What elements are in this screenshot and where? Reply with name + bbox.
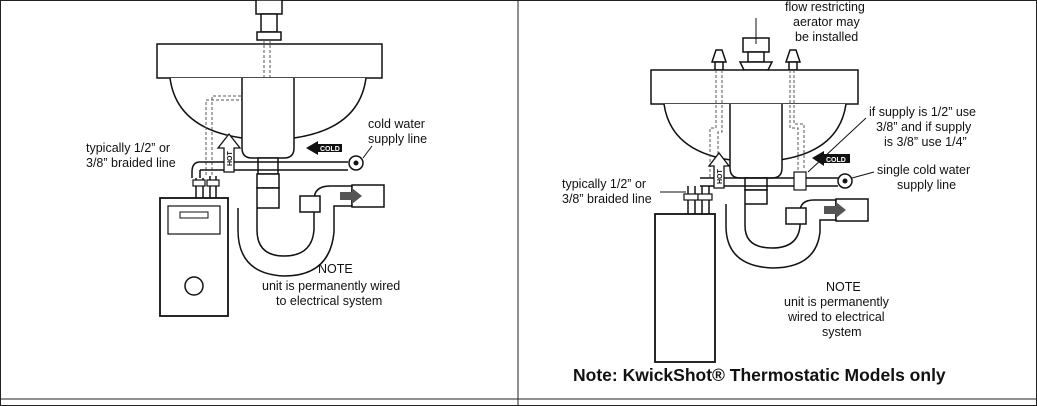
right-drain-body bbox=[729, 104, 783, 179]
left-braided-lines bbox=[195, 176, 217, 200]
left-supply-pipe-elbow bbox=[191, 161, 201, 178]
right-hot-tag: HOT bbox=[717, 169, 724, 185]
left-heater-panel bbox=[167, 205, 221, 235]
right-panel: HOT COLD flow restricting aerator may be… bbox=[562, 0, 976, 385]
footer-note: Note: KwickShot® Thermostatic Models onl… bbox=[573, 365, 946, 385]
left-cold-tag: COLD bbox=[320, 146, 340, 153]
right-note-line3: system bbox=[822, 325, 862, 339]
left-braided-label-line1: typically 1/2” or bbox=[86, 141, 170, 155]
right-fitting-1 bbox=[683, 193, 699, 201]
right-note-line1: unit is permanently bbox=[784, 295, 890, 309]
left-note-line2: to electrical system bbox=[276, 294, 382, 308]
left-hot-tag: HOT bbox=[227, 151, 234, 167]
left-panel: HOT COLD typically 1/2” or 3/8” braided … bbox=[86, 0, 427, 317]
left-supply-label-line2: supply line bbox=[368, 132, 427, 146]
right-aerator-label-line2: aerator may bbox=[793, 15, 860, 29]
right-heater-unit bbox=[654, 213, 716, 363]
left-supply-leader bbox=[362, 145, 373, 159]
left-valve-stem bbox=[353, 160, 359, 166]
right-valve-stem bbox=[842, 178, 848, 184]
right-drain-flow-arrow bbox=[824, 202, 846, 218]
right-p-trap bbox=[725, 189, 869, 269]
right-aerator-label-line3: be installed bbox=[795, 30, 858, 44]
left-note-line1: unit is permanently wired bbox=[262, 279, 400, 293]
left-drain-flow-arrow bbox=[340, 188, 362, 204]
left-hot-arrow: HOT bbox=[216, 132, 242, 173]
right-faucet-dashed-pipe bbox=[709, 70, 805, 178]
right-supply-label-line1: single cold water bbox=[877, 163, 970, 177]
left-heater-knob bbox=[184, 276, 204, 296]
right-drain-neck bbox=[744, 177, 768, 191]
left-braided-label-line2: 3/8” braided line bbox=[86, 156, 176, 170]
left-faucet-dashed-pipe bbox=[205, 40, 271, 176]
right-supply-size-line1: if supply is 1/2” use bbox=[869, 105, 976, 119]
right-faucet bbox=[710, 37, 802, 71]
right-supply-leader bbox=[851, 171, 875, 179]
right-note-title: NOTE bbox=[826, 280, 861, 294]
left-fitting-1 bbox=[192, 179, 206, 187]
left-drain-body bbox=[241, 78, 295, 159]
right-fitting-2 bbox=[697, 193, 713, 201]
right-hot-arrow: HOT bbox=[707, 151, 731, 189]
right-supply-size-line3: is 3/8” use 1/4” bbox=[884, 135, 967, 149]
right-supply-size-line2: 3/8” and if supply bbox=[876, 120, 972, 134]
right-aerator-label-line1: flow restricting bbox=[785, 0, 865, 14]
left-faucet bbox=[255, 0, 283, 41]
left-supply-label-line1: cold water bbox=[368, 117, 425, 131]
right-note-line2: wired to electrical bbox=[787, 310, 885, 324]
right-supply-label-line2: supply line bbox=[897, 178, 956, 192]
left-fitting-2 bbox=[206, 179, 220, 187]
right-braided-label-line1: typically 1/2” or bbox=[562, 177, 646, 191]
left-cold-arrow: COLD bbox=[306, 141, 342, 155]
left-note-title: NOTE bbox=[318, 262, 353, 276]
right-cold-arrow: COLD bbox=[812, 151, 850, 166]
right-countertop bbox=[650, 69, 859, 105]
right-braided-label-line2: 3/8” braided line bbox=[562, 192, 652, 206]
right-tee-fitting bbox=[793, 171, 807, 191]
right-cold-tag: COLD bbox=[826, 157, 846, 164]
left-p-trap bbox=[237, 173, 385, 277]
right-supply-size-leader bbox=[807, 117, 867, 173]
left-drain-neck bbox=[257, 157, 279, 175]
left-heater-display bbox=[179, 211, 209, 219]
